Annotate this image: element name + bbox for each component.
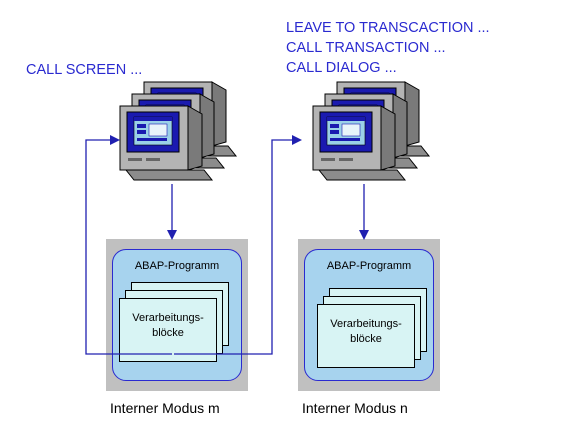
- monitor-stack-icon-right: [312, 81, 430, 181]
- internal-mode-m-box: ABAP-Programm Verarbeitungs- blöcke: [106, 239, 248, 391]
- call-dialog-label: CALL DIALOG ...: [286, 60, 397, 76]
- abap-program-box-n: ABAP-Programm Verarbeitungs- blöcke: [304, 249, 434, 381]
- arrow-down-icon-left: [167, 184, 177, 240]
- mode-n-caption: Interner Modus n: [302, 400, 408, 416]
- abap-program-title-n: ABAP-Programm: [326, 260, 412, 272]
- processing-blocks-page-n: Verarbeitungs- blöcke: [317, 304, 415, 368]
- arrow-down-icon-right: [359, 184, 369, 240]
- call-transaction-label: CALL TRANSACTION ...: [286, 40, 446, 56]
- abap-program-box-m: ABAP-Programm Verarbeitungs- blöcke: [112, 249, 242, 381]
- leave-to-transaction-label: LEAVE TO TRANSCACTION ...: [286, 20, 490, 36]
- mode-m-caption: Interner Modus m: [110, 400, 220, 416]
- processing-blocks-page-m: Verarbeitungs- blöcke: [119, 298, 217, 362]
- monitor-stack-icon-left: [119, 81, 237, 181]
- abap-program-title-m: ABAP-Programm: [134, 260, 220, 272]
- call-screen-return-arrow: [85, 135, 172, 355]
- call-transaction-arrow: [174, 135, 302, 355]
- processing-blocks-label-m: Verarbeitungs- blöcke: [132, 312, 204, 339]
- call-screen-label: CALL SCREEN ...: [26, 62, 143, 78]
- internal-mode-n-box: ABAP-Programm Verarbeitungs- blöcke: [298, 239, 440, 391]
- processing-blocks-label-n: Verarbeitungs- blöcke: [330, 318, 402, 345]
